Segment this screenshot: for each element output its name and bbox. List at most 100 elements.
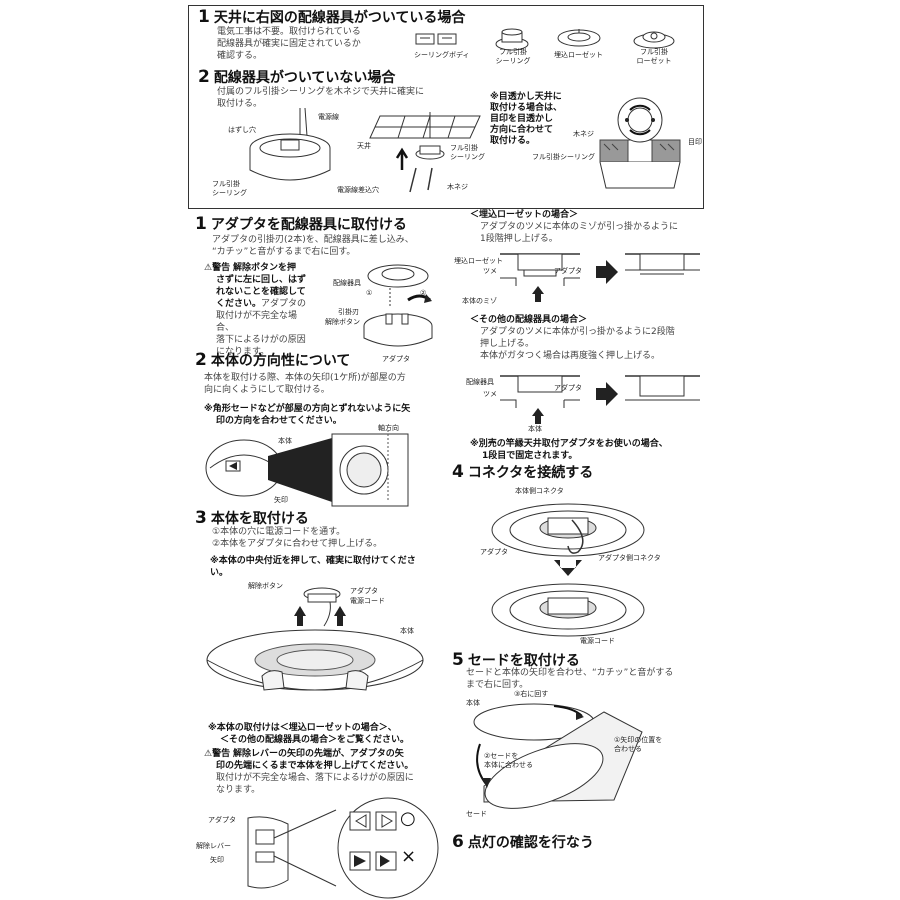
full-rosette-illustration [632, 26, 676, 50]
step3-text: ①本体の穴に電源コードを通す。 ②本体をアダプタに合わせて押し上げる。 [212, 526, 452, 550]
label-full-ceiling-b: フル引掛 シーリング [450, 144, 485, 162]
label-wood-screw-b: 木ネジ [573, 130, 594, 139]
other-text: アダプタのツメに本体が引っ掛かるように2段階 押し上げる。 本体がガタつく場合は… [480, 326, 720, 362]
step4-heading: 4コネクタを接続する [452, 462, 593, 482]
text-line: アダプタの [261, 299, 306, 309]
label-release-3: 解除ボタン [248, 582, 283, 591]
ceiling-body-illustration [414, 28, 464, 50]
other-note: ※別売の竿縁天井取付アダプタをお使いの場合、 1段目で固定されます。 [470, 438, 710, 462]
label-rosette: 埋込ローゼット [454, 257, 503, 266]
step3-number: 3 [195, 508, 207, 528]
label-fixture-o: 配線器具 [466, 378, 494, 387]
rosette-text: アダプタのツメに本体のミゾが引っ掛かるように 1段階押し上げる。 [480, 221, 720, 245]
section2-text: 付属のフル引掛シーリングを木ネジで天井に確実に 取付ける。 [217, 86, 467, 110]
step1-text: アダプタの引掛刃(2本)を、配線器具に差し込み、 “カチッ”と音がするまで右に回… [212, 234, 452, 258]
adapter-mount-illustration [350, 258, 446, 358]
label-arrow-3: 矢印 [210, 856, 224, 865]
text-line: アダプタのツメに本体が引っ掛かるように2段階 [480, 326, 720, 338]
text-line: ①本体の穴に電源コードを通す。 [212, 526, 452, 538]
text-line: 印の方向を合わせてください。 [204, 415, 444, 427]
label-lever: 解除レバー [196, 842, 231, 851]
label-adapter-connector: アダプタ側コネクタ [598, 554, 661, 563]
text-line: 解除レバーの矢印の先端が、アダプタの矢 [233, 749, 404, 759]
rosette-heading: ＜埋込ローゼットの場合＞ [470, 209, 578, 221]
label-shade: セード [466, 810, 487, 819]
label-body-3: 本体 [400, 627, 414, 636]
label-groove: 本体のミゾ [462, 297, 497, 306]
text-line: ※本体の取付けは＜埋込ローゼットの場合＞、 [208, 722, 448, 734]
label-wood-screw: 木ネジ [447, 183, 468, 192]
step4-number: 4 [452, 462, 464, 482]
text-line: 取付ける場合は、 [490, 103, 580, 114]
text-line: なります。 [204, 784, 444, 796]
text-line: ※別売の竿縁天井取付アダプタをお使いの場合、 [470, 438, 710, 450]
section2-heading: 2配線器具がついていない場合 [198, 67, 395, 87]
text-line: 取付ける。 [490, 136, 580, 147]
label-adapter-4: アダプタ [208, 816, 236, 825]
step2-title: 本体の方向性について [211, 353, 351, 369]
text-line: ※目透かし天井に [490, 92, 580, 103]
text-line: 方向に合わせて [490, 125, 580, 136]
text-line: “カチッ”と音がするまで右に回す。 [212, 246, 452, 258]
text-line: 取付けが不完全な場合、落下によるけがの原因に [204, 772, 444, 784]
step6-title: 点灯の確認を行なう [468, 835, 594, 851]
text-line: セードと本体の矢印を合わせ、“カチッ”と音がする [466, 667, 706, 679]
label-full-ceiling-a: フル引掛 シーリング [212, 180, 247, 198]
step3-note2: ※本体の取付けは＜埋込ローゼットの場合＞、 ＜その他の配線器具の場合＞をご覧くだ… [208, 722, 448, 746]
warning-head: ⚠警告 [204, 263, 230, 273]
text-line: 配線器具が確実に固定されているか [217, 38, 417, 50]
label-fit: ②セードを 本体に合わせる [484, 752, 533, 770]
other-step-illustration [460, 370, 700, 430]
step3-warning: ⚠警告 解除レバーの矢印の先端が、アダプタの矢 印の先端にくるまで本体を押し上げ… [204, 748, 444, 796]
label-blade: 引掛刃 [338, 308, 359, 317]
text-line: い。 [210, 567, 445, 579]
text-line: 1段階押し上げる。 [480, 233, 720, 245]
label-claw-o: ツメ [483, 390, 497, 399]
label-release-button: 解除ボタン [325, 318, 360, 327]
text-line: 本体がガタつく場合は再度強く押し上げる。 [480, 350, 720, 362]
label-mark: 目印 [688, 138, 702, 147]
text-line: 目印を目透かし [490, 114, 580, 125]
section1-text: 電気工事は不要。取付けられている 配線器具が確実に固定されているか 確認する。 [217, 26, 417, 62]
label-full-ceiling: フル引掛 シーリング [488, 48, 538, 66]
step1-title: アダプタを配線器具に取付ける [211, 217, 407, 233]
label-claw: ツメ [483, 267, 497, 276]
label-adapter-5: アダプタ [480, 548, 508, 557]
label-cord-3: 電源コード [350, 597, 385, 606]
grid-ceiling-mark-illustration [598, 88, 688, 198]
text-line: 取付けが不完全な場合、 [204, 310, 314, 334]
embedded-rosette-illustration [556, 26, 602, 48]
other-heading: ＜その他の配線器具の場合＞ [470, 314, 587, 326]
step2-heading: 2本体の方向性について [195, 350, 350, 370]
ng-mark: × [401, 846, 416, 867]
label-circle-1: ① [366, 289, 372, 298]
text-line: 向に向くようにして取付ける。 [204, 384, 444, 396]
label-full-ceiling-c: フル引掛シーリング [532, 153, 595, 162]
step2-number: 2 [195, 350, 207, 370]
section2-number: 2 [198, 67, 210, 87]
connector-illustration [490, 490, 650, 650]
warning-head: ⚠警告 [204, 749, 230, 759]
text-line: まで右に回す。 [466, 679, 706, 691]
section1-title: 天井に右図の配線器具がついている場合 [214, 10, 466, 26]
label-fixture: 配線器具 [333, 279, 361, 288]
label-adapter-o: アダプタ [554, 384, 582, 393]
step5-number: 5 [452, 650, 464, 670]
ok-mark: ○ [400, 808, 416, 829]
step6-number: 6 [452, 832, 464, 852]
label-full-rosette: フル引掛 ローゼット [628, 48, 680, 66]
section1-number: 1 [198, 7, 210, 27]
text-line: アダプタの引掛刃(2本)を、配線器具に差し込み、 [212, 234, 452, 246]
label-adapter-r: アダプタ [554, 267, 582, 276]
step2-note: ※角形セードなどが部屋の方向とずれないように矢 印の方向を合わせてください。 [204, 403, 444, 427]
text-line: ※角形セードなどが部屋の方向とずれないように矢 [204, 403, 444, 415]
text-line: れないことを確認して [204, 286, 314, 298]
text-line: ②本体をアダプタに合わせて押し上げる。 [212, 538, 452, 550]
text-line: ※本体の中央付近を押して、確実に取付けてくださ [210, 555, 445, 567]
section2-note: ※目透かし天井に 取付ける場合は、 目印を目透かし 方向に合わせて 取付ける。 [490, 92, 580, 147]
label-adapter: アダプタ [382, 355, 410, 364]
step3-note: ※本体の中央付近を押して、確実に取付けてくださ い。 [210, 555, 445, 579]
